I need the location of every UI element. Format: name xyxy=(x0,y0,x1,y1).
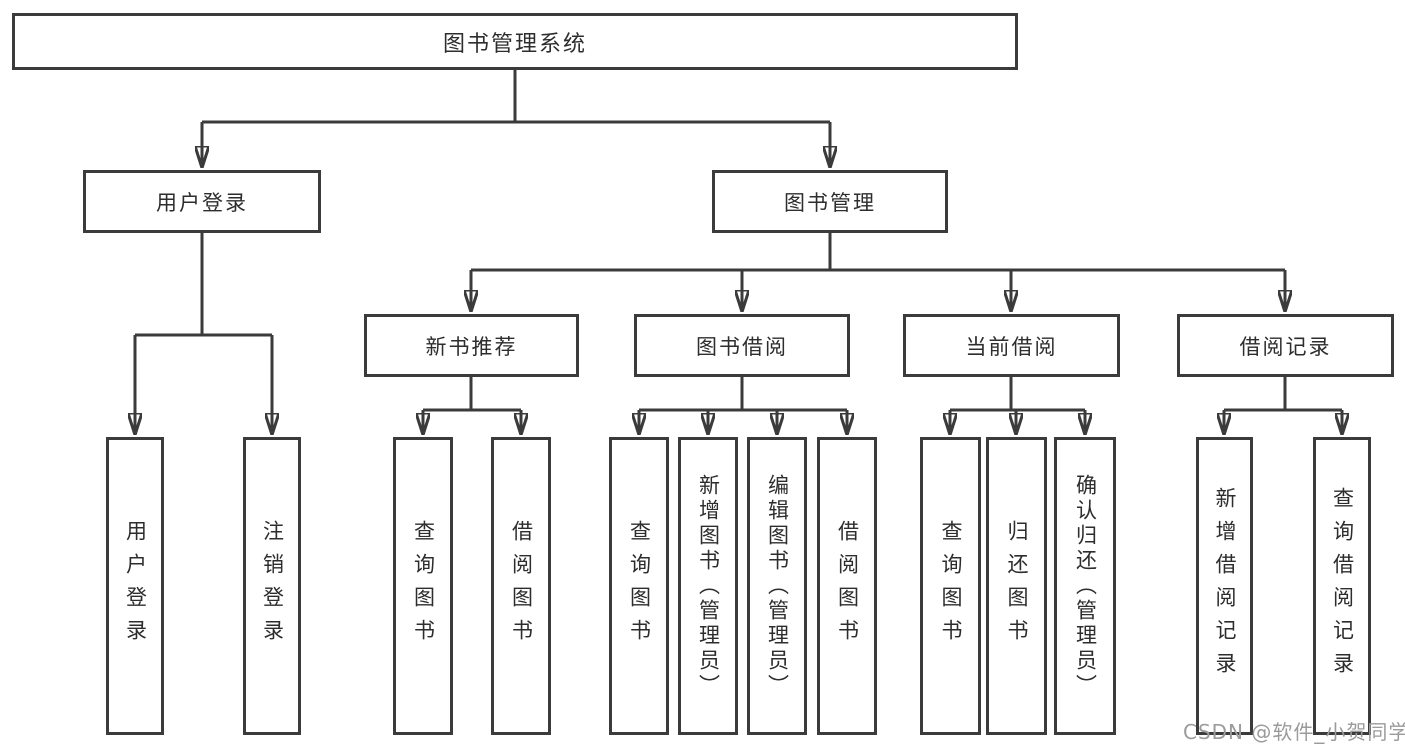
node-label: 图书管理 xyxy=(784,190,876,215)
node-label: 图书管理系统 xyxy=(442,31,587,57)
node-label: 新增图书（管理员） xyxy=(696,473,721,699)
leaf-add-borrow-record: 新增借阅记录 xyxy=(1196,437,1253,735)
node-label: 借阅图书 xyxy=(835,520,860,652)
node-label: 新增借阅记录 xyxy=(1213,487,1237,685)
leaf-edit-books-admin: 编辑图书（管理员） xyxy=(747,437,807,735)
leaf-logout: 注销登录 xyxy=(243,437,301,735)
node-label: 用户登录 xyxy=(156,190,248,215)
node-label: 图书借阅 xyxy=(696,334,788,359)
node-book-borrowing: 图书借阅 xyxy=(634,314,850,377)
node-new-book-recommendation: 新书推荐 xyxy=(364,314,579,377)
node-label: 查询图书 xyxy=(939,520,963,652)
leaf-query-borrow-record: 查询借阅记录 xyxy=(1313,437,1371,735)
node-label: 用户登录 xyxy=(123,520,148,652)
node-label: 注销登录 xyxy=(260,520,285,652)
leaf-query-books-borrowing: 查询图书 xyxy=(609,437,669,735)
node-label: 当前借阅 xyxy=(965,334,1058,359)
leaf-add-books-admin: 新增图书（管理员） xyxy=(678,437,738,735)
node-label: 确认归还（管理员） xyxy=(1073,473,1098,699)
leaf-query-books-current: 查询图书 xyxy=(920,437,981,735)
node-label: 新书推荐 xyxy=(425,334,518,359)
leaf-borrow-books: 借阅图书 xyxy=(817,437,877,735)
node-label: 编辑图书（管理员） xyxy=(765,473,790,699)
node-label: 借阅图书 xyxy=(509,520,534,652)
node-library-management-system: 图书管理系统 xyxy=(12,13,1018,70)
node-label: 查询图书 xyxy=(627,520,652,652)
leaf-borrow-books-recommend: 借阅图书 xyxy=(491,437,551,735)
leaf-return-books: 归还图书 xyxy=(986,437,1047,735)
leaf-confirm-return-admin: 确认归还（管理员） xyxy=(1054,437,1116,735)
leaf-user-login: 用户登录 xyxy=(106,437,164,735)
csdn-watermark: CSDN @软件_小贺同学 xyxy=(1183,720,1405,744)
node-label: 查询图书 xyxy=(411,520,436,652)
node-label: 归还图书 xyxy=(1005,520,1029,652)
node-label: 借阅记录 xyxy=(1239,334,1332,359)
node-current-borrowing: 当前借阅 xyxy=(903,314,1120,377)
node-label: 查询借阅记录 xyxy=(1330,487,1355,685)
node-borrowing-records: 借阅记录 xyxy=(1177,314,1394,377)
node-user-login: 用户登录 xyxy=(83,170,321,233)
node-book-management: 图书管理 xyxy=(712,170,948,233)
leaf-query-books-recommend: 查询图书 xyxy=(393,437,453,735)
